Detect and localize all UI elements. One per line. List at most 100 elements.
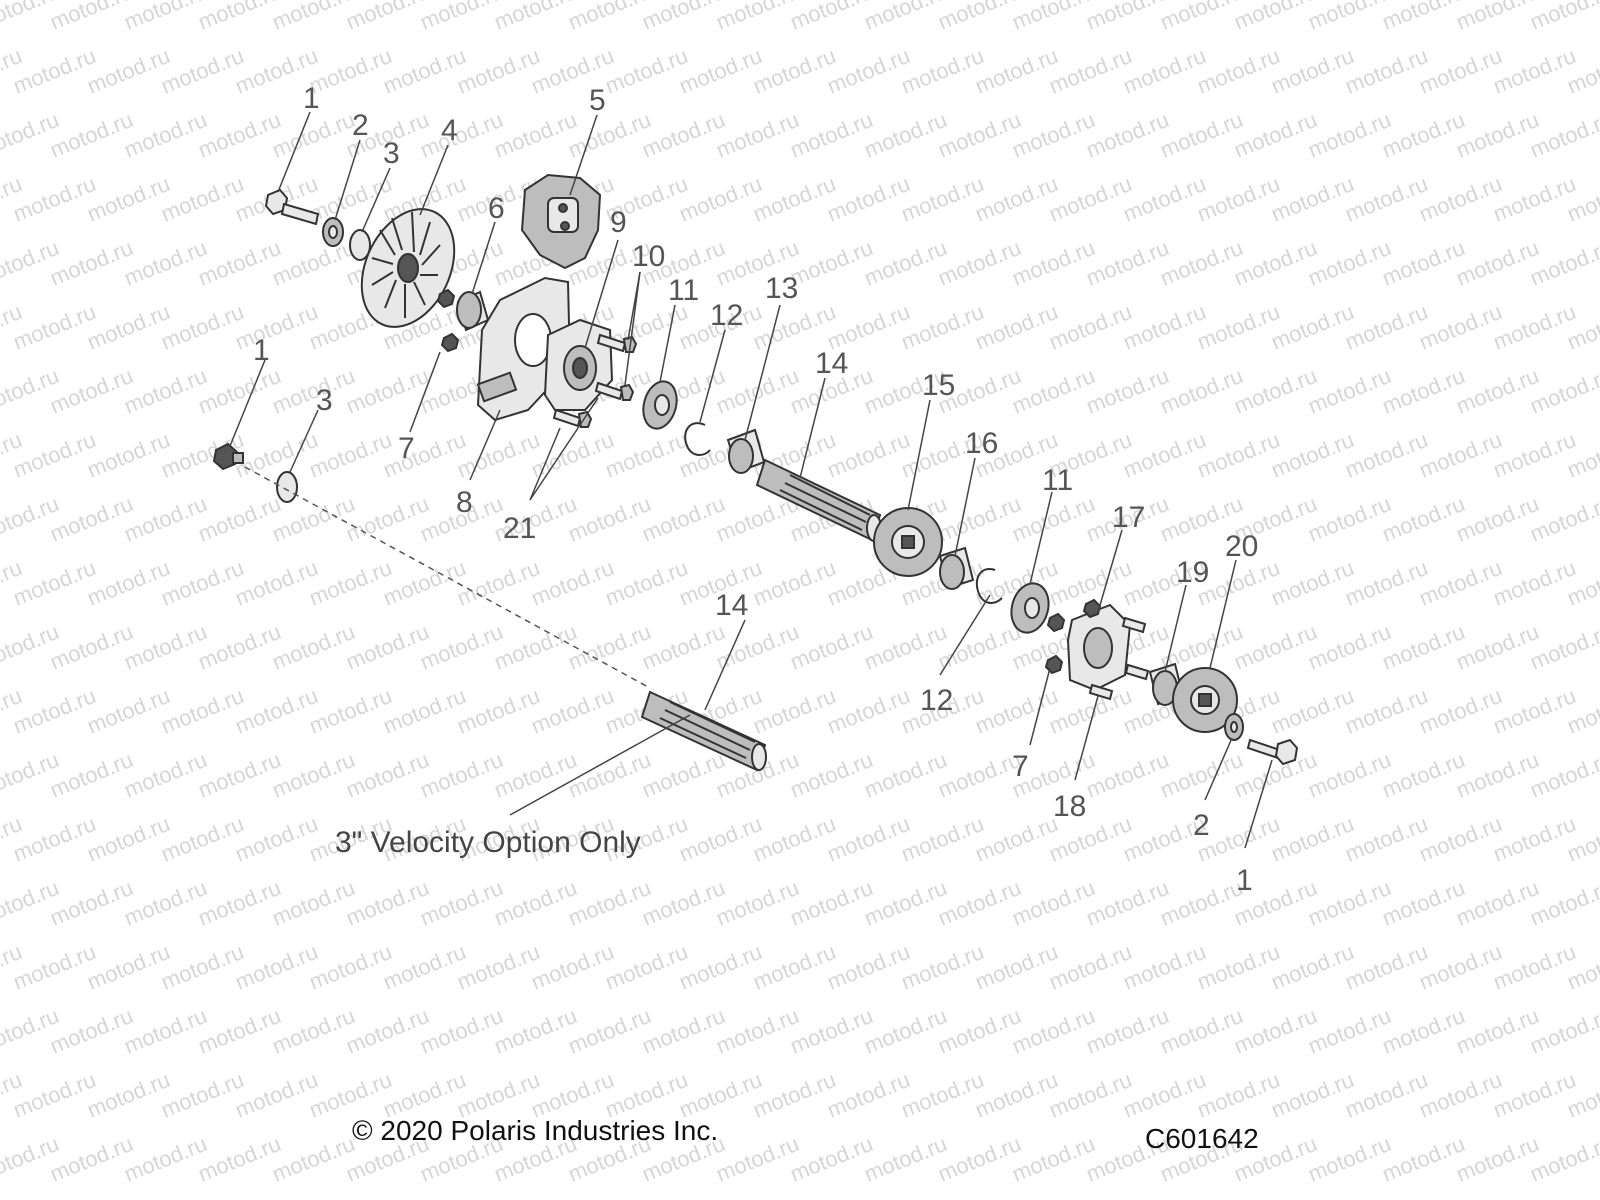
watermark-text: motod.ru <box>1527 619 1600 675</box>
watermark-text: motod.ru <box>787 235 877 291</box>
watermark-text: motod.ru <box>195 875 285 931</box>
watermark-text: motod.ru <box>1120 1067 1210 1123</box>
part-sprocket-20 <box>1172 667 1238 733</box>
part-bushing-16 <box>938 546 975 590</box>
watermark-text: motod.ru <box>676 939 766 995</box>
watermark-text: motod.ru <box>1416 43 1506 99</box>
watermark-text: motod.ru <box>861 107 951 163</box>
watermark-text: motod.ru <box>1453 875 1543 931</box>
watermark-text: motod.ru <box>565 875 655 931</box>
watermark-text: motod.ru <box>1490 1067 1580 1123</box>
watermark-text: motod.ru <box>1120 427 1210 483</box>
watermark-text: motod.ru <box>935 1003 1025 1059</box>
watermark-text: motod.ru <box>195 747 285 803</box>
watermark-text: motod.ru <box>935 875 1025 931</box>
watermark-text: motod.ru <box>898 171 988 227</box>
callout-2-lower: 2 <box>1193 809 1210 842</box>
watermark-text: motod.ru <box>1490 299 1580 355</box>
watermark-text: motod.ru <box>972 939 1062 995</box>
watermark-text: motod.ru <box>195 491 285 547</box>
watermark-text: motod.ru <box>1342 683 1432 739</box>
watermark-text: motod.ru <box>1157 1003 1247 1059</box>
part-sprocket-15 <box>873 507 943 577</box>
watermark-text: motod.ru <box>84 427 174 483</box>
watermark-text: motod.ru <box>380 939 470 995</box>
watermark-text: motod.ru <box>750 555 840 611</box>
watermark-text: motod.ru <box>1157 875 1247 931</box>
watermark-text: motod.ru <box>269 1003 359 1059</box>
watermark-text: motod.ru <box>1379 1131 1469 1187</box>
watermark-text: motod.ru <box>861 619 951 675</box>
watermark-text: motod.ru <box>787 747 877 803</box>
callout-14-main: 14 <box>815 347 848 380</box>
watermark-text: motod.ru <box>84 555 174 611</box>
watermark-text: motod.ru <box>1083 107 1173 163</box>
watermark-text: motod.ru <box>380 427 470 483</box>
callout-10: 10 <box>632 240 665 273</box>
watermark-text: motod.ru <box>1527 491 1600 547</box>
watermark-text: motod.ru <box>47 747 137 803</box>
watermark-text: motod.ru <box>1379 619 1469 675</box>
watermark-text: motod.ru <box>454 683 544 739</box>
callout-5: 5 <box>589 84 606 117</box>
watermark-text: motod.ru <box>565 619 655 675</box>
watermark-text: motod.ru <box>713 1131 803 1187</box>
watermark-text: motod.ru <box>343 747 433 803</box>
callout-4: 4 <box>441 114 458 147</box>
watermark-text: motod.ru <box>1490 939 1580 995</box>
watermark-text: motod.ru <box>787 875 877 931</box>
watermark-text: motod.ru <box>1009 875 1099 931</box>
watermark-text: motod.ru <box>639 875 729 931</box>
watermark-text: motod.ru <box>1453 1131 1543 1187</box>
watermark-text: motod.ru <box>269 107 359 163</box>
leader-lines <box>229 111 1273 849</box>
watermark-text: motod.ru <box>602 43 692 99</box>
watermark-text: motod.ru <box>528 683 618 739</box>
watermark-text: motod.ru <box>232 427 322 483</box>
watermark-text: motod.ru <box>1379 235 1469 291</box>
watermark-text: motod.ru <box>10 555 100 611</box>
callout-14-option: 14 <box>715 589 748 622</box>
watermark-text: motod.ru <box>1527 875 1600 931</box>
watermark-text: motod.ru <box>1453 619 1543 675</box>
watermark-text: motod.ru <box>1009 235 1099 291</box>
callout-21: 21 <box>503 512 536 545</box>
watermark-text: motod.ru <box>565 1003 655 1059</box>
watermark-text: motod.ru <box>1453 491 1543 547</box>
watermark-text: motod.ru <box>232 811 322 867</box>
watermark-text: motod.ru <box>1527 1131 1600 1187</box>
watermark-text: motod.ru <box>935 619 1025 675</box>
watermark-text: motod.ru <box>1416 171 1506 227</box>
watermark-text: motod.ru <box>84 811 174 867</box>
watermark-text: motod.ru <box>972 811 1062 867</box>
watermark-text: motod.ru <box>1194 427 1284 483</box>
callout-18: 18 <box>1053 790 1086 823</box>
watermark-text: motod.ru <box>232 939 322 995</box>
watermark-text: motod.ru <box>158 43 248 99</box>
watermark-text: motod.ru <box>1305 1003 1395 1059</box>
watermark-text: motod.ru <box>10 683 100 739</box>
watermark-text: motod.ru <box>972 683 1062 739</box>
watermark-text: motod.ru <box>121 619 211 675</box>
watermark-text: motod.ru <box>84 1067 174 1123</box>
watermark-text: motod.ru <box>602 427 692 483</box>
callout-20: 20 <box>1225 530 1258 563</box>
watermark-text: motod.ru <box>10 939 100 995</box>
copyright-text: © 2020 Polaris Industries Inc. <box>352 1115 718 1146</box>
watermark-text: motod.ru <box>491 107 581 163</box>
watermark-text: motod.ru <box>1342 811 1432 867</box>
watermark-text: motod.ru <box>306 683 396 739</box>
watermark-text: motod.ru <box>269 747 359 803</box>
watermark-text: motod.ru <box>47 1131 137 1187</box>
watermark-text: motod.ru <box>84 939 174 995</box>
watermark-text: motod.ru <box>1268 299 1358 355</box>
watermark-text: motod.ru <box>1305 747 1395 803</box>
watermark-text: motod.ru <box>1046 43 1136 99</box>
watermark-text: motod.ru <box>1083 747 1173 803</box>
part-ring-3-top <box>349 229 371 261</box>
watermark-text: motod.ru <box>1268 555 1358 611</box>
watermark-text: motod.ru <box>158 1067 248 1123</box>
watermark-text: motod.ru <box>787 1131 877 1187</box>
